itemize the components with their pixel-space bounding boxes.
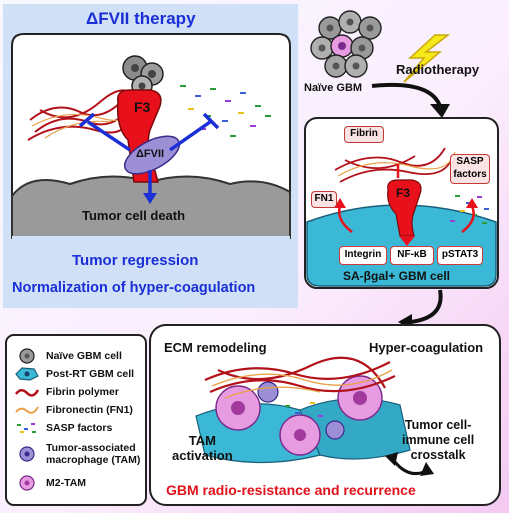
legend-label: Fibrin polymer <box>46 386 119 398</box>
f3-receptor-panel <box>387 179 422 237</box>
legend-item: Tumor-associated macrophage (TAM) <box>14 440 140 468</box>
tam-activation-label: TAM activation <box>172 433 233 463</box>
death-arrow-head <box>143 193 157 204</box>
death-label: Tumor cell death <box>82 208 186 223</box>
legend-label: Naïve GBM cell <box>46 350 122 362</box>
fibrin-polymer-icon <box>14 389 40 397</box>
f3-panel-label: F3 <box>396 186 411 200</box>
senescent-cell-label: SA-βgal+ GBM cell <box>343 269 451 283</box>
legend-item: Post-RT GBM cell <box>14 365 134 383</box>
legend-item: SASP factors <box>14 419 112 437</box>
result-label: GBM radio-resistance and recurrence <box>166 482 416 498</box>
fibronectin-icon <box>15 406 39 414</box>
inhibition-lines <box>78 112 220 196</box>
outcome-fibrin <box>204 356 396 394</box>
outcome-1: Tumor regression <box>72 252 199 269</box>
signal-nfkb: NF-κB <box>390 246 434 265</box>
dfvii-molecule <box>123 135 181 175</box>
ecm-label: ECM remodeling <box>164 340 267 355</box>
therapy-title: ΔFVII therapy <box>86 9 196 28</box>
legend-label: Tumor-associated macrophage (TAM) <box>46 442 141 466</box>
coag-label: Hyper-coagulation <box>369 340 484 355</box>
legend-label: Post-RT GBM cell <box>46 368 135 380</box>
sasp-pill: SASP factors <box>450 154 490 184</box>
signal-integrin: Integrin <box>339 246 387 265</box>
legend-label: M2-TAM <box>46 477 87 489</box>
outcome-cells <box>195 375 411 464</box>
naive-gbm-cluster <box>310 10 382 78</box>
radiotherapy-arrow <box>371 82 442 107</box>
dfvii-label: ΔFVII <box>136 148 165 160</box>
legend-item: Fibrin polymer <box>14 383 119 401</box>
fibrin-mesh-panel <box>334 147 453 183</box>
progression-arrow <box>409 289 443 324</box>
signal-pstat3: pSTAT3 <box>437 246 483 265</box>
legend-item: M2-TAM <box>14 474 86 492</box>
legend-item: Fibronectin (FN1) <box>14 401 133 419</box>
sasp-factors-icon <box>17 423 36 433</box>
f3-label: F3 <box>134 99 151 115</box>
crosstalk-label: Tumor cell- immune cell crosstalk <box>402 418 475 462</box>
fn1-pill: FN1 <box>311 191 337 208</box>
naive-gbm-cell-icon <box>19 348 35 364</box>
outcome-2: Normalization of hyper-coagulation <box>12 280 256 296</box>
tam-icon <box>19 446 35 462</box>
naive-gbm-label: Naïve GBM <box>304 82 363 94</box>
legend-item: Naïve GBM cell <box>14 347 122 365</box>
radiation-bolt-icon <box>403 34 451 83</box>
m2-tam-icon <box>19 475 35 491</box>
post-rt-gbm-cell-icon <box>15 367 39 381</box>
legend-label: SASP factors <box>46 422 113 434</box>
legend-panel <box>5 334 147 506</box>
fibrin-pill: Fibrin <box>344 126 384 143</box>
legend-label: Fibronectin (FN1) <box>46 404 133 416</box>
radiotherapy-label: Radiotherapy <box>396 62 480 77</box>
